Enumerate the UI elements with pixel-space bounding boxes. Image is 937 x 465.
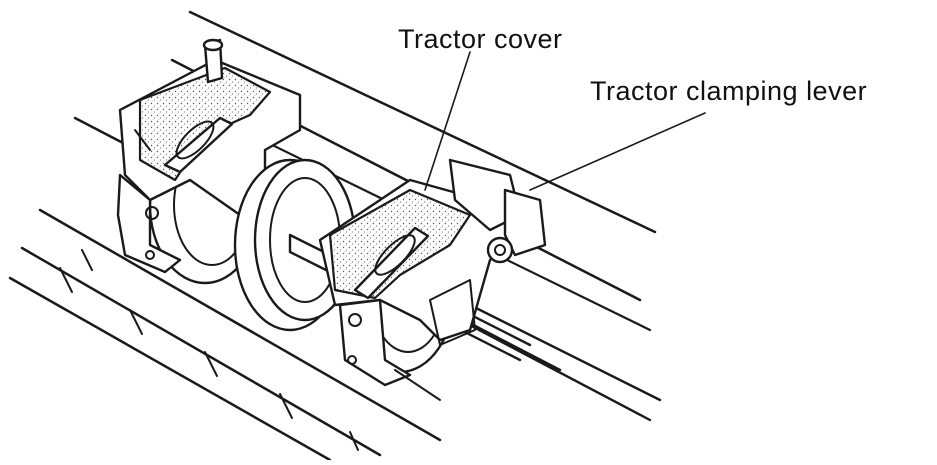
left-tractor-unit — [116, 38, 302, 285]
tractor-cover-label: Tractor cover — [398, 24, 563, 54]
tractor-clamping-lever-label: Tractor clamping lever — [590, 76, 868, 106]
right-tractor-unit — [318, 158, 547, 401]
leader-lines — [424, 51, 706, 191]
